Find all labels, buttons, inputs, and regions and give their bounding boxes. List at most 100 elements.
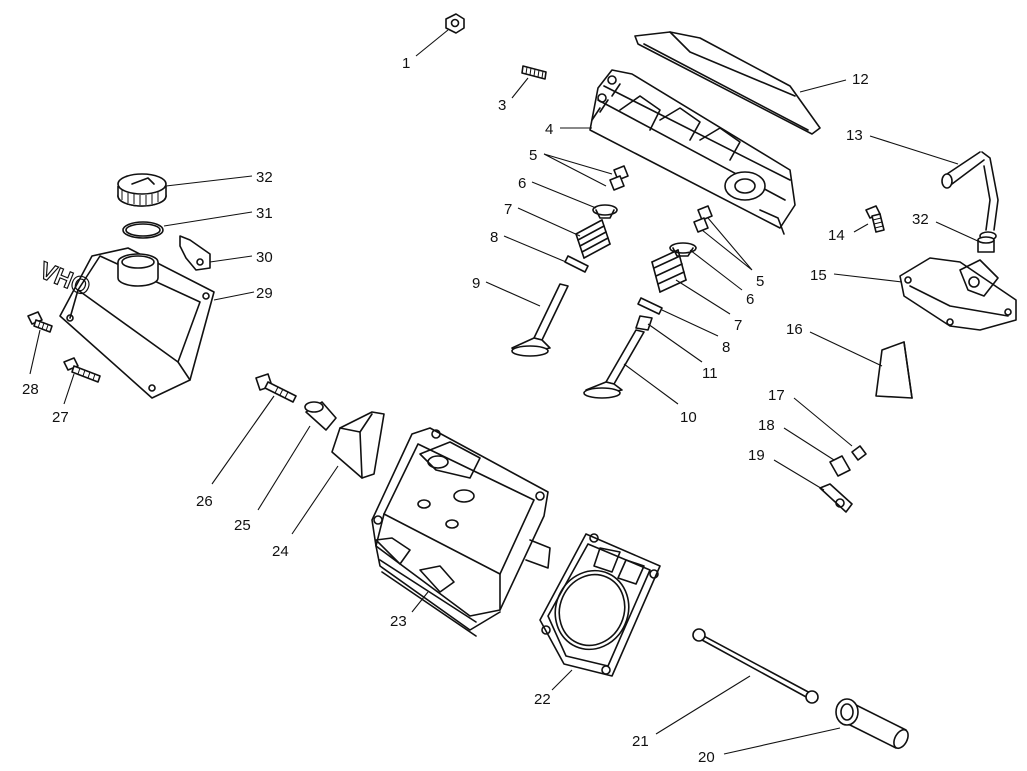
callout-19: 19 [748,447,765,464]
part-intake-valve [511,283,569,357]
callout-6a: 6 [518,175,526,192]
leader-13 [869,135,959,165]
part-rocker-bracket [331,411,385,479]
leader-26 [211,395,275,485]
part-screw-17 [851,445,867,461]
leader-21 [655,675,751,735]
leader-10 [623,363,679,405]
part-clip [179,235,211,271]
leader-32a [165,175,253,187]
part-exhaust-valve [583,329,645,399]
part-screw-26 [255,373,297,403]
leader-8b [661,309,719,337]
callout-32a: 32 [256,169,273,186]
leader-19 [773,459,825,491]
callout-22: 22 [534,691,551,708]
leader-22 [551,669,573,691]
callout-8b: 8 [722,339,730,356]
leader-16 [809,331,883,367]
callout-9: 9 [472,275,480,292]
callout-3: 3 [498,97,506,114]
callout-5b: 5 [756,273,764,290]
part-push-rod [692,628,819,704]
leader-29 [213,291,255,301]
part-breather-cover [899,257,1017,331]
part-head-block [371,427,551,637]
leader-30 [209,255,253,263]
leader-14 [853,223,869,233]
part-terminal-19 [819,483,853,513]
callout-11: 11 [702,365,718,382]
callout-13: 13 [846,127,863,144]
part-valve-keepers-b [693,205,713,233]
part-stud [521,65,547,80]
callout-30: 30 [256,249,273,266]
callout-26: 26 [196,493,213,510]
callout-12: 12 [852,71,869,88]
part-breather-tube [941,151,999,241]
part-spring-retainer-b [669,242,697,257]
part-screw-14 [865,205,885,233]
leader-23 [411,591,429,613]
leader-20 [723,727,841,755]
callout-28: 28 [22,381,39,398]
leader-6b [689,249,743,291]
callout-20: 20 [698,749,715,766]
leader-24 [291,465,339,535]
part-cylinder-head [589,69,796,235]
part-valve-seal-a [564,255,589,273]
part-breather-gasket [875,341,913,399]
part-head-gasket [539,533,661,677]
callout-16: 16 [786,321,803,338]
part-valve-seal-b [637,297,663,315]
leader-5b [701,217,753,271]
part-nut [445,13,465,34]
part-valve-guide [635,315,653,331]
leader-32b [935,221,981,243]
callout-labels: 1 3 4 5 6 7 8 9 5 6 7 8 11 10 12 13 14 3… [22,55,929,766]
part-tube-cap [977,236,995,253]
callout-10: 10 [680,409,697,426]
leader-11 [647,323,703,363]
part-screw-27 [63,357,101,383]
leader-1 [415,29,449,57]
leader-17 [793,397,853,447]
part-spacer-18 [829,455,851,477]
part-valve-spring-a [575,219,611,259]
leader-lines [29,29,981,755]
callout-6b: 6 [746,291,754,308]
part-oil-cap [117,173,167,207]
part-valve-cover: OHV [35,247,215,399]
leader-5a [543,153,613,187]
part-cover-gasket [634,31,821,135]
part-spring-retainer-a [592,204,618,219]
leader-9 [485,281,541,307]
part-sleeve-25 [304,401,337,431]
leader-7b [675,279,731,315]
leader-3 [511,77,529,99]
callout-4: 4 [545,121,553,138]
part-valve-keepers-a [609,165,629,191]
callout-5a: 5 [529,147,537,164]
callout-15: 15 [810,267,827,284]
callout-7b: 7 [734,317,742,334]
leader-25 [257,425,311,511]
leader-8a [503,235,567,263]
callout-1: 1 [402,55,410,72]
callout-31: 31 [256,205,273,222]
callout-8a: 8 [490,229,498,246]
callout-21: 21 [632,733,649,750]
callout-29: 29 [256,285,273,302]
callout-7a: 7 [504,201,512,218]
callout-23: 23 [390,613,407,630]
leader-12 [799,79,847,93]
leader-31 [163,211,253,227]
callout-27: 27 [52,409,69,426]
leader-28 [29,329,41,375]
part-screw-28 [27,311,53,333]
leader-6a [531,181,597,209]
leader-7a [517,207,581,237]
cover-lettering: OHV [36,257,94,302]
callout-24: 24 [272,543,289,560]
